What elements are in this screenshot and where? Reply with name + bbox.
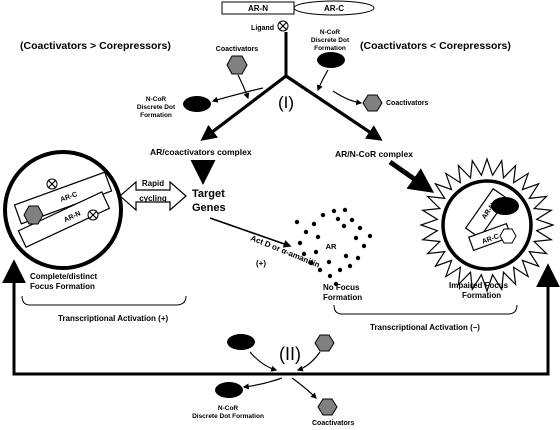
ncor-dot-icon xyxy=(317,52,345,68)
trans-neg-bracket xyxy=(333,304,518,315)
impaired-focus-nucleus: AR-N AR-C xyxy=(419,157,555,293)
coactivator-hexagon-icon xyxy=(362,94,383,112)
ar-scattered-dots xyxy=(294,207,373,287)
coactivator-hexagon-icon xyxy=(226,55,248,75)
actd-plus-label: (+) xyxy=(256,259,266,268)
impaired-focus-label-2: Formation xyxy=(462,291,501,300)
trans-pos-label: Transcriptional Activation (+) xyxy=(58,314,169,323)
pathway-label-one: (I) xyxy=(278,93,294,112)
ncor-label-left-2: Discrete Dot xyxy=(137,104,176,111)
ncor-dot-icon xyxy=(215,382,243,398)
trans-pos-bracket xyxy=(21,295,187,306)
ncor-label-right-1: N-CoR xyxy=(320,29,341,36)
no-focus-label-1: No Focus xyxy=(323,283,360,292)
complete-focus-label-2: Focus Formation xyxy=(30,282,95,291)
genes-label: Genes xyxy=(192,202,226,214)
left-heading: (Coactivators > Corepressors) xyxy=(20,40,171,52)
right-heading: (Coactivators < Corepressors) xyxy=(360,40,511,52)
ar-ncor-complex-label: AR/N-CoR complex xyxy=(335,149,413,159)
ncor-dot-icon xyxy=(183,96,211,112)
rapid-label: Rapid xyxy=(142,179,164,188)
ncor-label-right-2: Discrete Dot xyxy=(311,37,350,44)
pathway-label-two: (II) xyxy=(279,344,301,364)
ar-n-label: AR-N xyxy=(248,4,268,13)
rapid-cycling-arrow xyxy=(119,180,187,212)
coactivators-label-bottom: Coactivators xyxy=(312,420,355,427)
ar-receptor-top: AR-N AR-C Ligand xyxy=(221,0,375,32)
ncor-label-bottom-1: N-CoR xyxy=(218,405,239,412)
ncor-label-right-3: Formation xyxy=(314,45,346,52)
ncor-dot-icon xyxy=(227,334,255,350)
target-label: Target xyxy=(192,188,225,200)
coactivator-hexagon-icon xyxy=(314,334,335,352)
coactivators-label-right: Coactivators xyxy=(386,100,429,107)
ar-c-label: AR-C xyxy=(324,4,344,13)
no-focus-label-2: Formation xyxy=(323,293,362,302)
ar-c-domain xyxy=(293,0,375,16)
ncor-label-left-1: N-CoR xyxy=(146,96,167,103)
impaired-focus-label-1: Impaired Focus xyxy=(449,281,509,290)
coactivators-label-left: Coactivators xyxy=(216,46,259,53)
ligand-label: Ligand xyxy=(251,25,274,32)
ar-coactivators-complex-label: AR/coactivators complex xyxy=(150,147,252,157)
pathway-split: (I) xyxy=(200,32,383,141)
cycling-label: cycling xyxy=(139,194,167,203)
coactivator-hexagon-icon xyxy=(317,398,338,416)
trans-neg-label: Transcriptional Activation (–) xyxy=(370,323,480,332)
ncor-label-left-3: Formation xyxy=(140,112,172,119)
complete-focus-nucleus: AR-C AR-N xyxy=(3,150,123,270)
ar-label: AR xyxy=(326,242,337,251)
ncor-label-bottom-2: Discrete Dot Formation xyxy=(192,413,264,420)
feedback-loop: (II) xyxy=(1,259,560,376)
complete-focus-label-1: Complete/distinct xyxy=(30,272,97,281)
